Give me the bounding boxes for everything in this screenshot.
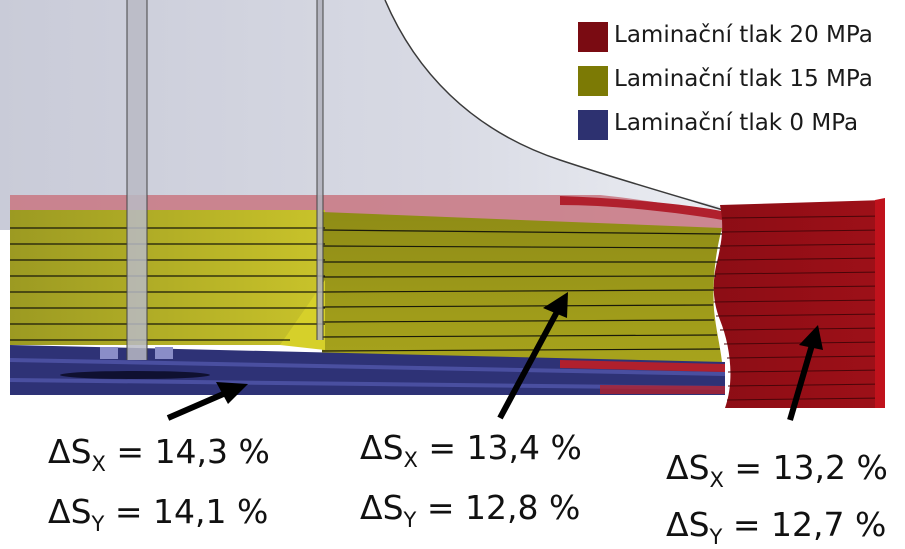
annotation-middle-sy: ΔSY = 12,8 %: [360, 488, 581, 532]
red-block-20mpa: [713, 200, 885, 408]
transparent-tool-body: [0, 0, 735, 230]
arrow-middle: [497, 292, 568, 420]
annotation-right-sy: ΔSY = 12,7 %: [666, 505, 887, 549]
yellow-left-layers: [10, 210, 325, 345]
yellow-main-layers: [322, 212, 722, 362]
legend-item-15mpa: Laminační tlak 15 MPa: [578, 64, 898, 100]
pin-right: [317, 0, 323, 340]
pin-left: [127, 0, 147, 360]
legend-item-0mpa: Laminační tlak 0 MPa: [578, 108, 898, 144]
legend-swatch: [578, 66, 608, 96]
legend-item-20mpa: Laminační tlak 20 MPa: [578, 20, 898, 56]
tool-curve-edge: [384, 0, 741, 216]
legend-label: Laminační tlak 20 MPa: [614, 22, 873, 48]
red-block-layer-lines: [712, 215, 886, 401]
annotation-left-sx: ΔSX = 14,3 %: [48, 432, 270, 476]
yellow-layer-lines: [10, 227, 723, 352]
legend-label: Laminační tlak 15 MPa: [614, 66, 873, 92]
legend-label: Laminační tlak 0 MPa: [614, 110, 859, 136]
arrow-left: [166, 382, 248, 421]
annotation-left-sy: ΔSY = 14,1 %: [48, 492, 269, 536]
annotation-right-sx: ΔSX = 13,2 %: [666, 448, 888, 492]
legend-swatch: [578, 110, 608, 140]
legend-swatch: [578, 22, 608, 52]
arrow-right: [787, 325, 823, 421]
annotation-middle-sx: ΔSX = 13,4 %: [360, 428, 582, 472]
